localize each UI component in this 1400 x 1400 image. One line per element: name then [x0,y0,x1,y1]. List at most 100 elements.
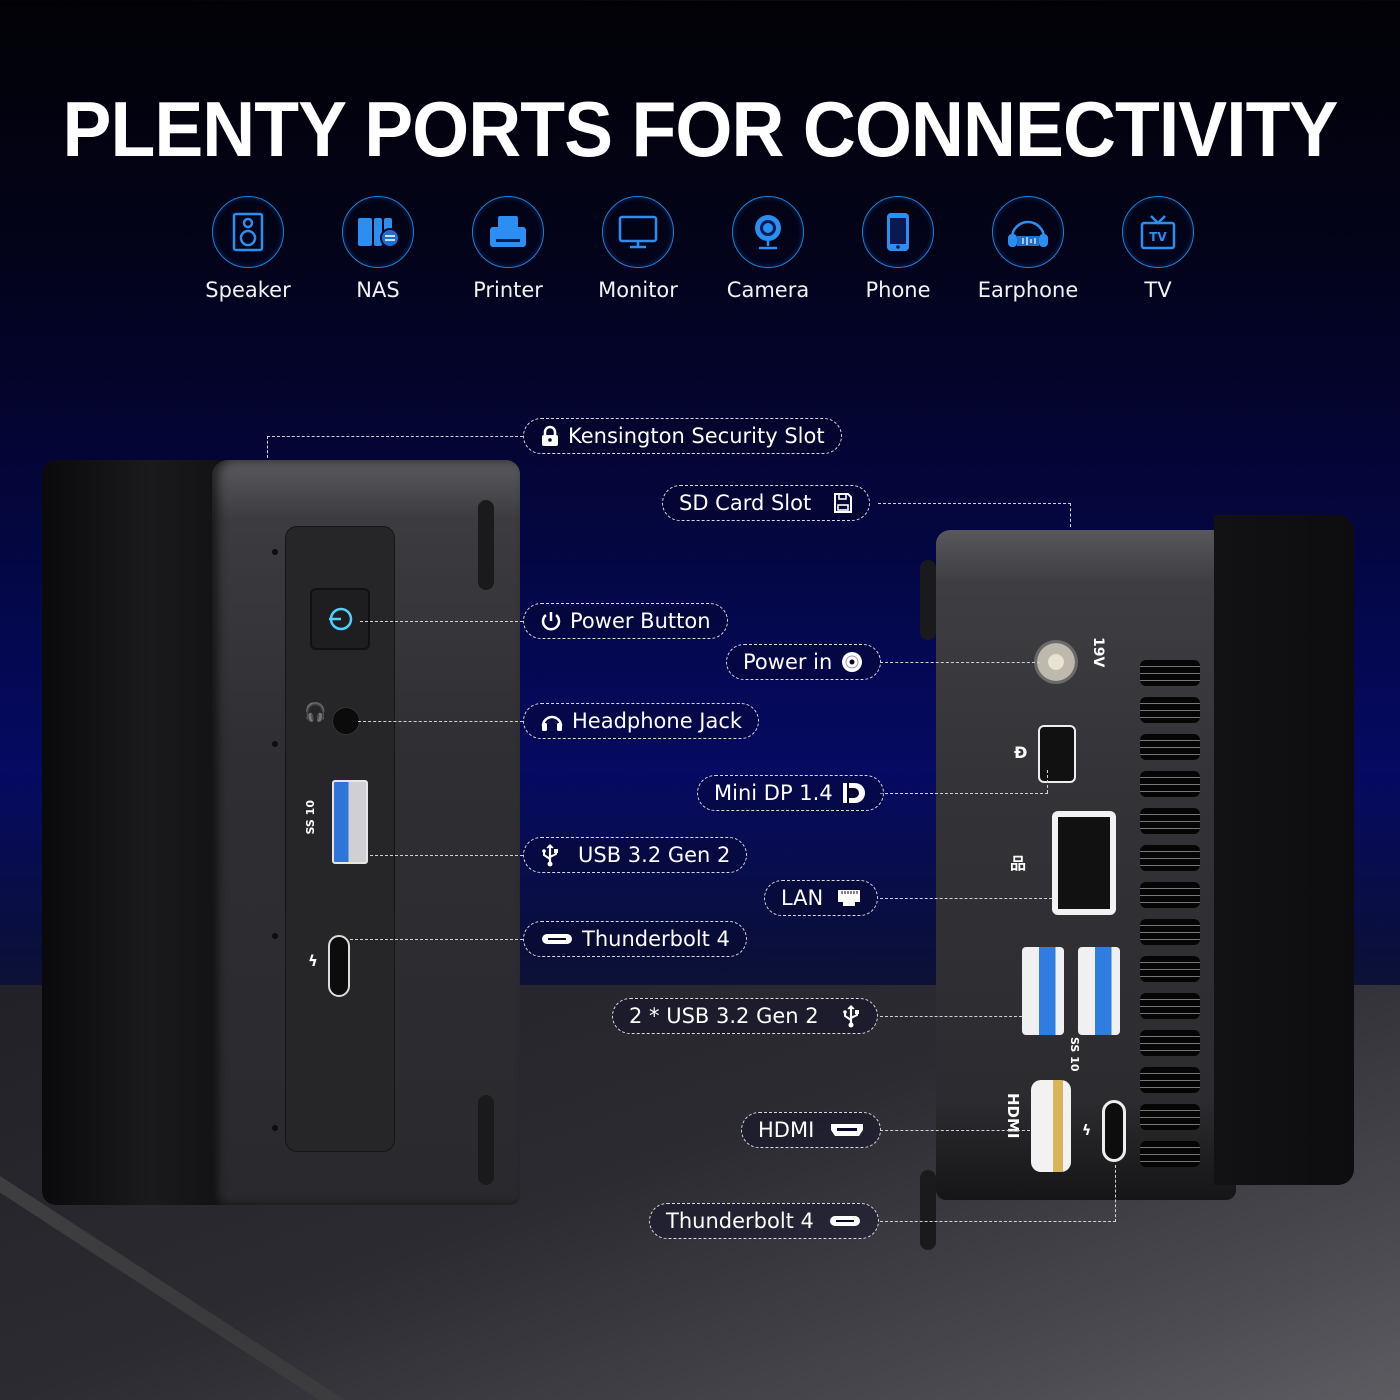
dc-power-icon [842,652,863,672]
vent-slot [1140,993,1200,1019]
rubber-foot [478,1095,494,1185]
ss10-usb-logo: SS 10 [304,800,317,835]
mini-pc-rear-view: 19V Ɖ 品 SS 10 HDMI ϟ [918,515,1358,1250]
callout-usb-rear: 2 * USB 3.2 Gen 2 [612,998,878,1034]
callout-thunderbolt-front: Thunderbolt 4 [523,921,747,957]
vent-slot [1140,1141,1200,1167]
connector-line [350,939,523,940]
device-label: Printer [473,278,543,302]
speaker-icon [232,212,264,252]
device-label: TV [1144,278,1172,302]
thunderbolt-glyph: ϟ [1082,1123,1092,1139]
connector-line [267,436,523,437]
lock-icon [542,425,558,446]
callout-label: USB 3.2 Gen 2 [578,843,731,867]
callout-label: Headphone Jack [572,709,743,733]
connector-line [880,898,1052,899]
vent-slot [1140,734,1200,760]
vent-slot [1140,956,1200,982]
power-icon [541,612,561,631]
thunderbolt-port[interactable] [328,935,350,997]
connector-line [880,793,1048,794]
device-label: Speaker [205,278,291,302]
thunderbolt-port[interactable] [1102,1100,1126,1162]
connector-line [880,1221,1116,1222]
callout-label: 2 * USB 3.2 Gen 2 [629,1004,819,1028]
connector-line [1047,770,1048,793]
device-phone: Phone [833,196,963,302]
headphone-jack[interactable] [332,707,360,735]
displayport-icon [842,783,865,803]
callout-lan: LAN [764,880,879,916]
headset-mic-glyph: 🎧 [304,702,327,723]
usb-c-icon [829,1216,860,1226]
connector-line [880,1130,1030,1131]
mini-pc-front-view: 🎧 SS 10 ϟ [42,460,520,1205]
screw-dot [272,741,278,747]
rubber-foot [478,500,494,590]
device-speaker: Speaker [183,196,313,302]
callout-power-button: Power Button [523,603,728,639]
vent-slot [1140,660,1200,686]
vent-slot [1140,697,1200,723]
thunderbolt-glyph: ϟ [308,952,318,970]
callout-label: LAN [781,886,824,910]
power-rating-label: 19V [1090,637,1106,668]
usb-a-port-2[interactable] [1078,947,1120,1035]
callout-usb-front: USB 3.2 Gen 2 [523,837,748,873]
displayport-glyph: Ɖ [1014,743,1028,762]
callout-thunderbolt-rear: Thunderbolt 4 [649,1203,879,1239]
headphones-icon [1008,220,1048,247]
device-label: Earphone [977,278,1079,302]
callout-label: Thunderbolt 4 [582,927,730,951]
callout-label: Kensington Security Slot [568,424,825,448]
vent-slot [1140,1030,1200,1056]
callout-label: Mini DP 1.4 [714,781,833,805]
device-tv: TV TV [1093,196,1223,302]
hdmi-port[interactable] [1031,1080,1071,1172]
tv-icon: TV [1140,215,1176,250]
device-side-panel [1214,515,1354,1185]
device-monitor: Monitor [573,196,703,302]
connector-line [1070,503,1071,527]
vent-slot [1140,882,1200,908]
ss10-usb-logo: SS 10 [1068,1037,1081,1072]
hdmi-logo: HDMI [1004,1093,1022,1139]
page-title: PLENTY PORTS FOR CONNECTIVITY [62,85,1339,173]
device-camera: Camera [703,196,833,302]
callout-kensington-slot: Kensington Security Slot [523,418,842,454]
callout-hdmi: HDMI [741,1112,882,1148]
device-label: NAS [356,278,400,302]
connector-line [370,855,523,856]
device-label: Monitor [598,278,678,302]
usb-c-icon [542,934,572,944]
network-glyph: 品 [1010,854,1027,873]
webcam-icon [755,215,781,250]
svg-text:TV: TV [1149,230,1167,244]
rubber-foot [920,1170,936,1250]
usb-icon [842,1004,859,1028]
ethernet-port[interactable] [1052,811,1116,915]
device-side-panel [42,460,222,1205]
vent-slot [1140,808,1200,834]
callout-label: SD Card Slot [679,491,812,515]
callout-label: HDMI [758,1118,815,1142]
power-icon [329,607,353,631]
screw-dot [272,549,278,555]
device-nas: NAS [313,196,443,302]
usb-icon [542,843,558,867]
vent-slot [1140,1067,1200,1093]
device-label: Phone [865,278,931,302]
usb-a-port[interactable] [332,780,368,864]
sd-card-icon [834,493,853,513]
vent-slot [1140,845,1200,871]
usb-a-port-1[interactable] [1022,947,1064,1035]
dc-power-port[interactable] [1034,640,1078,684]
mini-displayport[interactable] [1038,725,1076,783]
screw-dot [272,933,278,939]
vent-slot [1140,1104,1200,1130]
power-button[interactable] [310,588,370,650]
callout-label: Power Button [570,609,711,633]
connector-line [878,503,1071,504]
device-earphone: Earphone [963,196,1093,302]
